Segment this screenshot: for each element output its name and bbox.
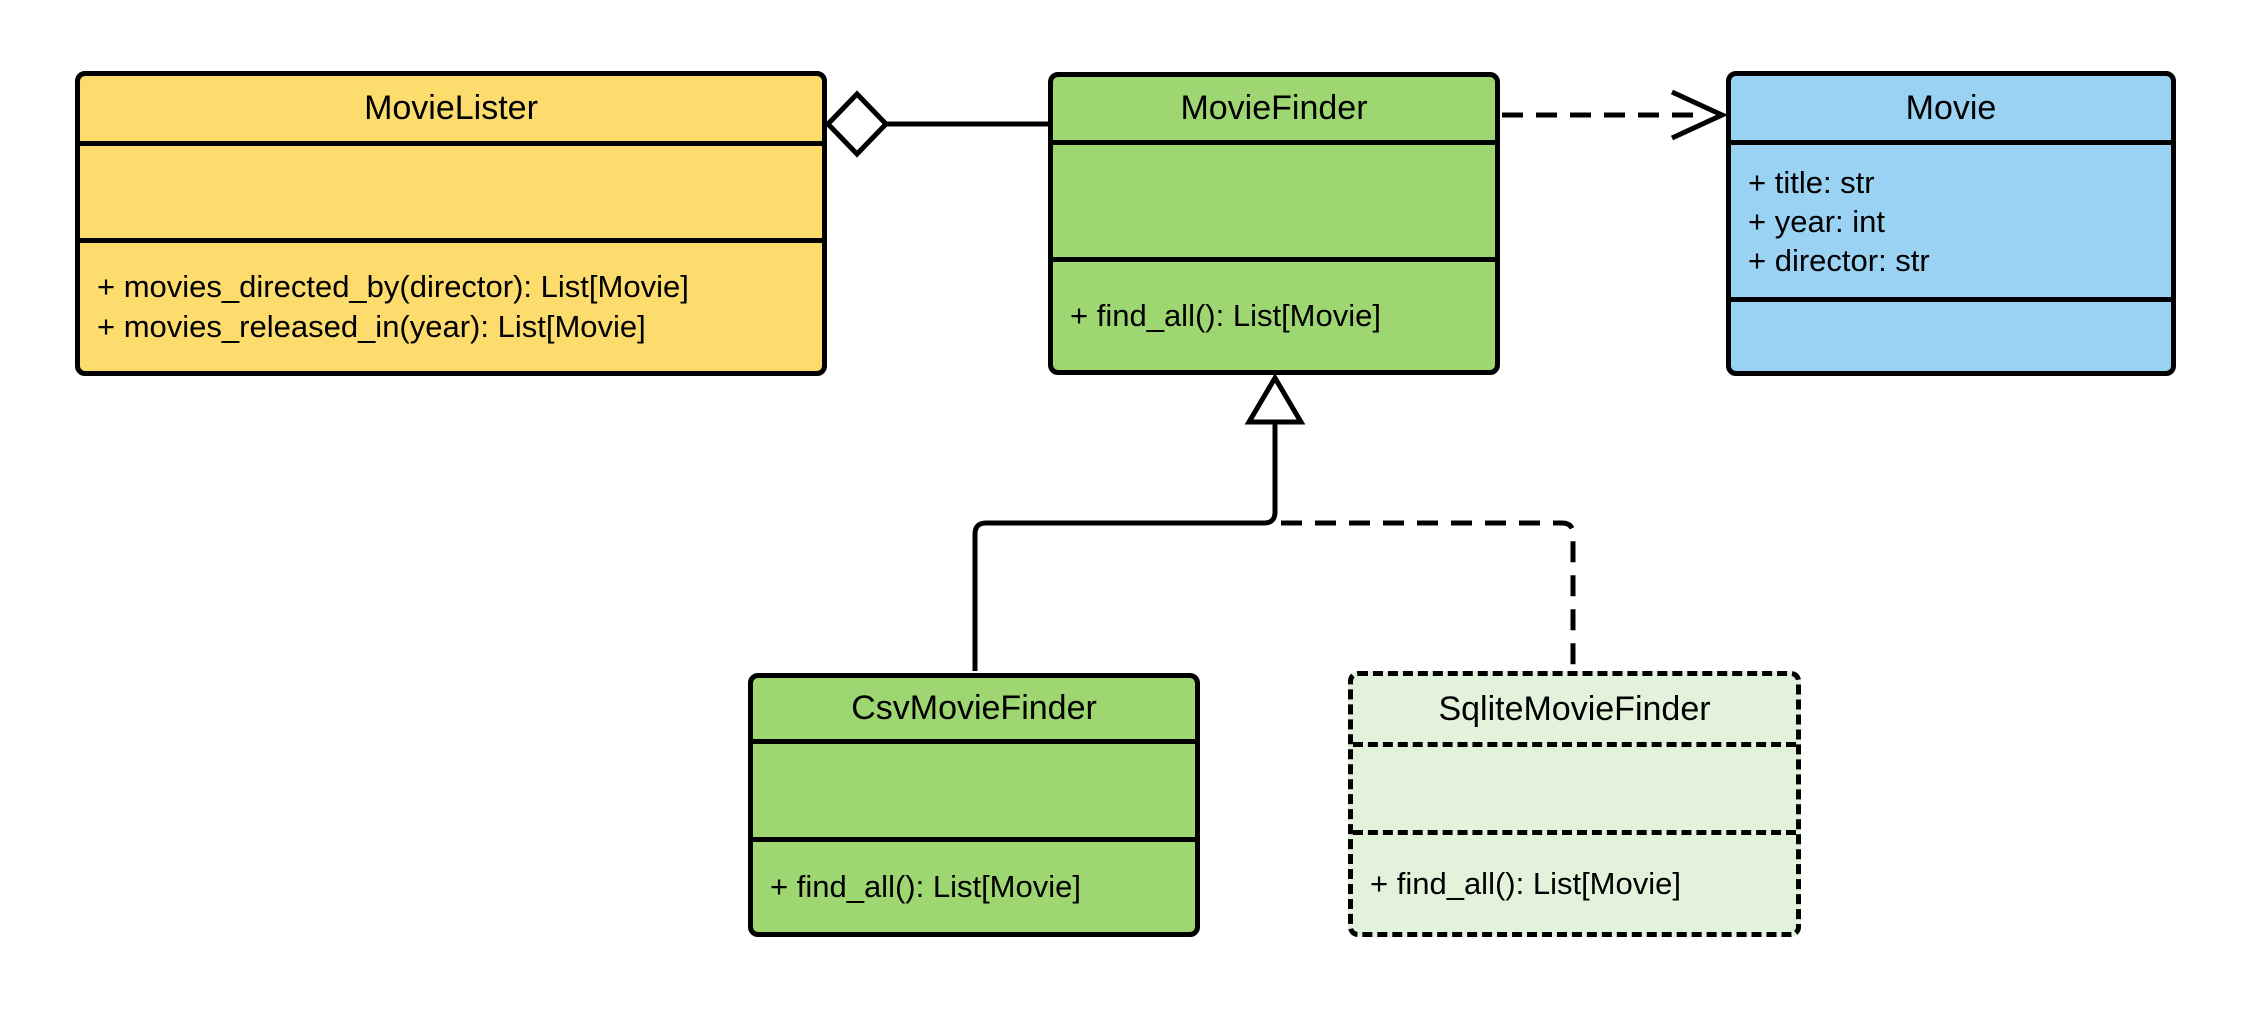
- method-line: + find_all(): List[Movie]: [1070, 298, 1381, 333]
- class-moviefinder: MovieFinder + find_all(): List[Movie]: [1048, 72, 1500, 375]
- class-name: MovieFinder: [1053, 77, 1495, 145]
- dependency-open-arrowhead-icon: [1670, 89, 1728, 141]
- class-name: SqliteMovieFinder: [1353, 676, 1796, 747]
- attributes-compartment: [753, 744, 1195, 842]
- class-name: MovieLister: [80, 76, 822, 146]
- attribute-line: + year: int: [1748, 203, 1885, 239]
- attributes-compartment: + title: str + year: int + director: str: [1731, 145, 2171, 302]
- methods-compartment: [1731, 302, 2171, 371]
- method-line: + movies_directed_by(director): List[Mov…: [97, 269, 689, 304]
- methods-compartment: + movies_directed_by(director): List[Mov…: [80, 243, 822, 371]
- inheritance-line-csv: [972, 424, 1278, 671]
- class-sqlitemoviefinder: SqliteMovieFinder + find_all(): List[Mov…: [1348, 671, 1801, 937]
- class-name: Movie: [1731, 76, 2171, 145]
- method-line: + movies_released_in(year): List[Movie]: [97, 309, 646, 344]
- class-movielister: MovieLister + movies_directed_by(directo…: [75, 71, 827, 376]
- class-movie: Movie + title: str + year: int + directo…: [1726, 71, 2176, 376]
- class-name: CsvMovieFinder: [753, 678, 1195, 744]
- methods-compartment: + find_all(): List[Movie]: [1353, 835, 1796, 932]
- class-csvmoviefinder: CsvMovieFinder + find_all(): List[Movie]: [748, 673, 1200, 937]
- attribute-line: + director: str: [1748, 242, 1930, 278]
- aggregation-hollow-diamond-icon: [824, 90, 890, 158]
- attribute-line: + title: str: [1748, 164, 1875, 200]
- attributes-compartment: [1353, 747, 1796, 835]
- methods-compartment: + find_all(): List[Movie]: [753, 842, 1195, 932]
- attributes-compartment: [1053, 145, 1495, 262]
- method-line: + find_all(): List[Movie]: [770, 869, 1081, 904]
- method-line: + find_all(): List[Movie]: [1370, 865, 1681, 901]
- attributes-compartment: [80, 146, 822, 243]
- methods-compartment: + find_all(): List[Movie]: [1053, 262, 1495, 370]
- realization-dashed-line-sqlite: [1281, 520, 1576, 669]
- inheritance-hollow-triangle-icon: [1244, 373, 1306, 425]
